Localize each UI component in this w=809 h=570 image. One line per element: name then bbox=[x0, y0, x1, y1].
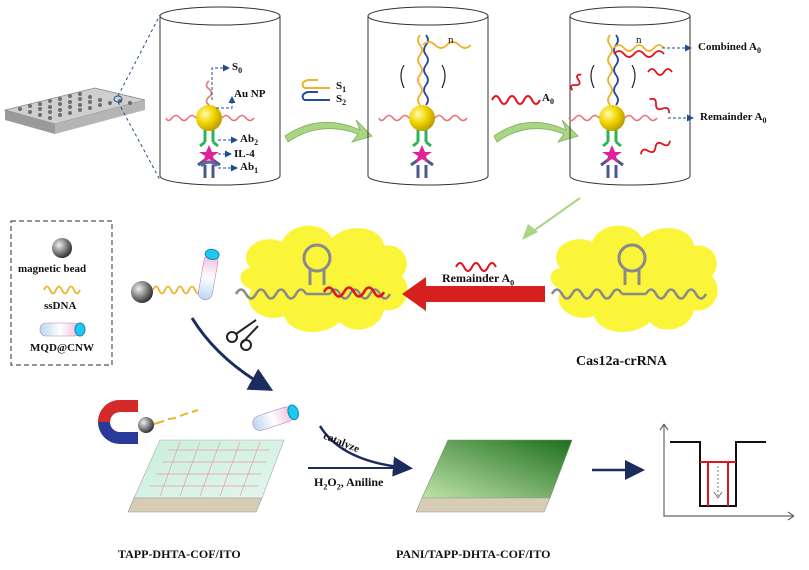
legend-label-bead: magnetic bead bbox=[18, 263, 87, 275]
diagonal-green-arrow bbox=[522, 197, 581, 240]
label-o-sub: 2 bbox=[336, 482, 341, 492]
label-aniline-text: , Aniline bbox=[340, 475, 384, 489]
catalyze-arrow bbox=[308, 425, 413, 477]
label-n-cyl2: n bbox=[448, 34, 454, 46]
label-ab2-sub: 2 bbox=[254, 138, 259, 148]
legend-label-ssdna: ssDNA bbox=[44, 300, 77, 312]
label-remainder-center-sub: 0 bbox=[510, 278, 515, 288]
label-h-text: H bbox=[314, 475, 324, 489]
label-s1-sub: 1 bbox=[342, 85, 347, 95]
legend-ssdna-icon bbox=[43, 285, 81, 295]
label-ab1-sub: 1 bbox=[254, 166, 259, 176]
label-reagents: H2O2, Aniline bbox=[314, 475, 383, 491]
released-mqd bbox=[252, 404, 299, 431]
scissors-icon bbox=[226, 319, 259, 351]
label-s1-text: S bbox=[336, 80, 343, 92]
legend-box bbox=[10, 220, 113, 366]
legend-mqd-icon bbox=[39, 322, 86, 337]
legend-bead-icon bbox=[52, 238, 72, 258]
bead-ssdna-probe bbox=[131, 248, 220, 303]
label-s1: S1 bbox=[336, 80, 346, 94]
label-s2: S2 bbox=[336, 93, 346, 107]
label-o-text: O bbox=[327, 475, 337, 489]
label-remainder-side-text: Remainder A bbox=[700, 111, 763, 123]
electrode-2 bbox=[415, 439, 573, 513]
label-au-np: Au NP bbox=[234, 88, 266, 100]
well-cylinder-3 bbox=[568, 6, 694, 186]
a0-target-wave bbox=[491, 95, 541, 105]
remainder-a0-wave bbox=[455, 262, 497, 272]
probes-s1-s2 bbox=[301, 79, 330, 101]
label-a0-top: A0 bbox=[542, 92, 554, 106]
label-combined-text: Combined A bbox=[698, 41, 757, 53]
label-h-sub: 2 bbox=[323, 482, 328, 492]
label-a0-top-sub: 0 bbox=[549, 97, 554, 107]
label-s0-text: S bbox=[232, 61, 239, 73]
label-combined-sub: 0 bbox=[757, 46, 761, 56]
label-remainder-side-sub: 0 bbox=[762, 116, 767, 126]
navy-arrow-down bbox=[190, 317, 274, 391]
label-combined-a0: Combined A0 bbox=[698, 41, 761, 55]
label-remainder-center-text: Remainder A bbox=[442, 271, 511, 285]
red-arrow bbox=[402, 277, 545, 311]
well-cylinder-2 bbox=[367, 6, 489, 186]
label-s0-sub: 0 bbox=[238, 66, 243, 76]
label-s2-sub: 2 bbox=[342, 98, 347, 108]
label-ab1: Ab1 bbox=[240, 161, 258, 175]
label-electrode-2: PANI/TAPP-DHTA-COF/ITO bbox=[396, 547, 551, 561]
well-cylinder-1 bbox=[159, 6, 281, 186]
electrode-1 bbox=[127, 439, 285, 513]
green-arrow-2 bbox=[493, 119, 579, 143]
green-arrow-1 bbox=[284, 119, 373, 143]
label-ab1-text: Ab bbox=[240, 161, 255, 173]
label-il4: IL-4 bbox=[234, 148, 255, 160]
label-s0: S0 bbox=[232, 61, 242, 75]
label-ab2-text: Ab bbox=[240, 133, 255, 145]
label-n-cyl3: n bbox=[636, 34, 642, 46]
cloud-right bbox=[550, 225, 718, 333]
signal-graph bbox=[659, 423, 795, 521]
legend-label-mqd: MQD@CNW bbox=[30, 342, 95, 354]
label-s2-text: S bbox=[336, 93, 343, 105]
label-electrode-1: TAPP-DHTA-COF/ITO bbox=[118, 547, 241, 561]
magnet-icon bbox=[98, 400, 199, 444]
label-cas12a: Cas12a-crRNA bbox=[576, 354, 667, 369]
cloud-left bbox=[234, 225, 408, 333]
label-remainder-side: Remainder A0 bbox=[700, 111, 766, 125]
label-remainder-center: Remainder A0 bbox=[442, 271, 514, 287]
label-ab2: Ab2 bbox=[240, 133, 258, 147]
microplate bbox=[3, 14, 161, 181]
label-a0-top-text: A bbox=[542, 92, 550, 104]
